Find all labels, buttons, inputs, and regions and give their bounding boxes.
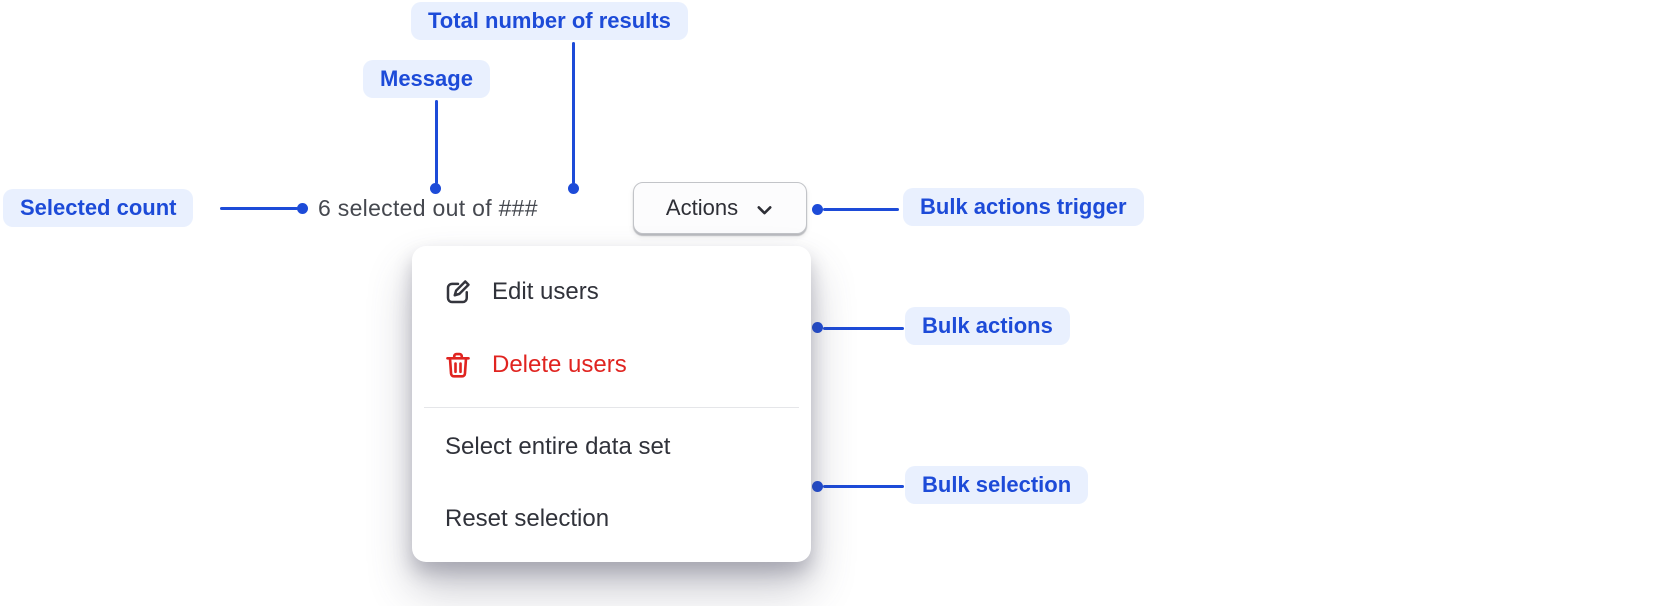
actions-button-label: Actions <box>665 195 739 220</box>
annotation-bulk-actions-trigger-label: Bulk actions trigger <box>903 188 1144 226</box>
connector-dot-message <box>430 183 441 194</box>
trash-icon <box>443 350 473 380</box>
annotation-message-label: Message <box>363 60 490 98</box>
menu-item-label: Edit users <box>492 278 599 305</box>
annotation-bulk-actions-label: Bulk actions <box>905 307 1070 345</box>
connector-line-bulk-actions-trigger <box>823 208 899 211</box>
connector-dot-bulk-actions-trigger <box>812 204 823 215</box>
menu-item-label: Select entire data set <box>445 433 671 460</box>
connector-line-total-results <box>572 42 575 184</box>
menu-item-edit-users[interactable]: Edit users <box>412 275 811 309</box>
menu-divider <box>424 407 799 408</box>
bulk-actions-trigger-button[interactable]: Actions <box>633 182 807 234</box>
selection-count-message: 6 selected out of ### <box>318 195 538 221</box>
connector-dot-bulk-selection <box>812 481 823 492</box>
menu-item-label: Reset selection <box>445 505 610 532</box>
menu-item-delete-users[interactable]: Delete users <box>412 348 811 382</box>
bulk-actions-menu: Edit users Delete users Select entire da… <box>412 246 811 562</box>
connector-line-message <box>435 100 438 184</box>
menu-item-label: Delete users <box>492 351 627 378</box>
menu-item-select-entire-data-set[interactable]: Select entire data set <box>412 430 811 464</box>
connector-dot-total-results <box>568 183 579 194</box>
annotation-bulk-selection-label: Bulk selection <box>905 466 1089 504</box>
connector-line-bulk-selection <box>823 485 904 488</box>
connector-dot-bulk-actions <box>812 322 823 333</box>
connector-dot-selected-count <box>297 203 308 214</box>
menu-item-reset-selection[interactable]: Reset selection <box>412 502 811 536</box>
chevron-down-icon <box>755 200 774 219</box>
annotation-selected-count-label: Selected count <box>3 189 194 227</box>
edit-icon <box>443 277 473 307</box>
annotation-total-results-label: Total number of results <box>411 2 688 40</box>
connector-line-bulk-actions <box>823 327 904 330</box>
connector-line-selected-count <box>220 207 298 210</box>
